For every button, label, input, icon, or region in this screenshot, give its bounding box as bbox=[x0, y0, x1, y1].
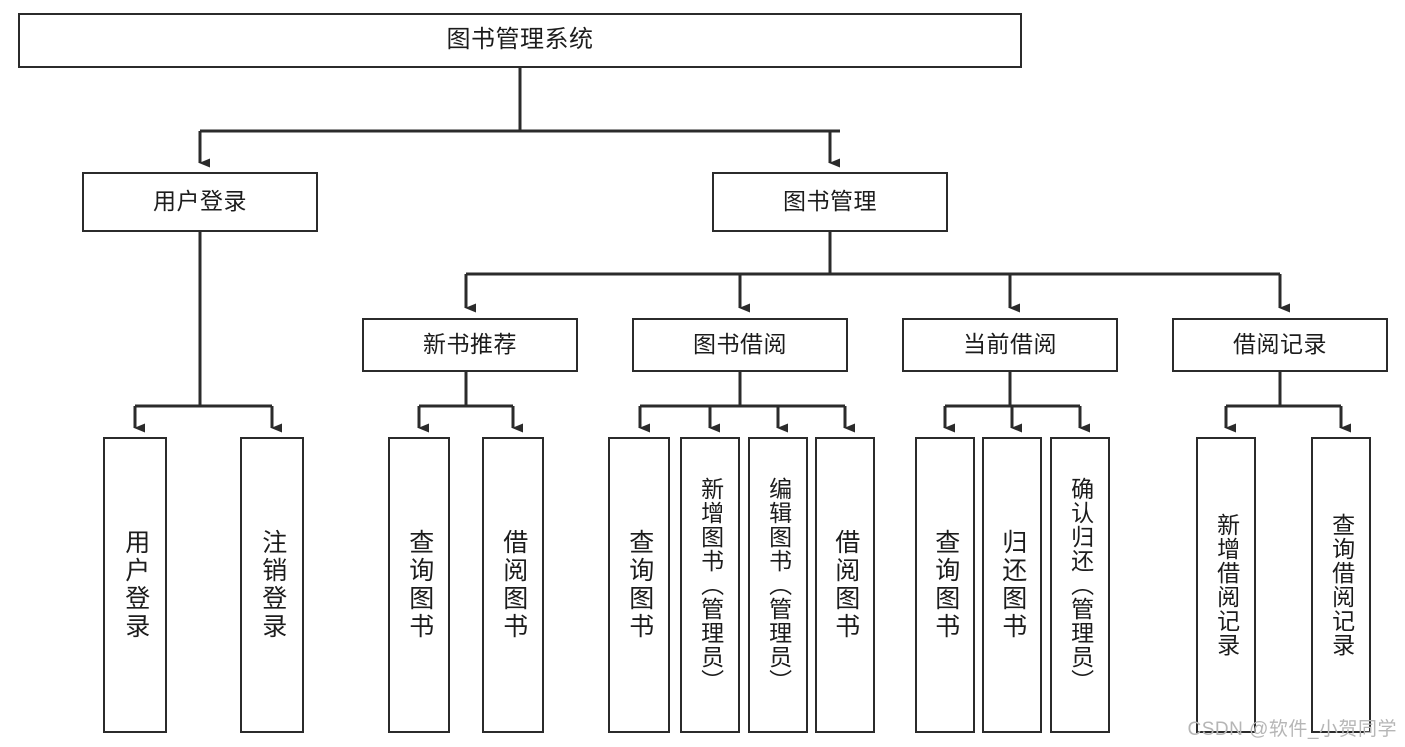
node-label: 用户登录 bbox=[121, 529, 150, 641]
node-book-manage[interactable]: 图书管理 bbox=[712, 172, 948, 232]
leaf-add-borrow-record[interactable]: 新增借阅记录 bbox=[1196, 437, 1256, 733]
node-borrow-record[interactable]: 借阅记录 bbox=[1172, 318, 1388, 372]
node-label: 查询图书 bbox=[405, 529, 434, 641]
node-book-borrow[interactable]: 图书借阅 bbox=[632, 318, 848, 372]
leaf-confirm-return-admin[interactable]: 确认归还（管理员） bbox=[1050, 437, 1110, 733]
leaf-query-book-borrow[interactable]: 查询图书 bbox=[608, 437, 670, 733]
node-label: 新增图书（管理员） bbox=[697, 477, 724, 693]
node-label: 用户登录 bbox=[153, 188, 247, 215]
leaf-edit-book-admin[interactable]: 编辑图书（管理员） bbox=[748, 437, 808, 733]
node-label: 图书管理系统 bbox=[446, 26, 594, 54]
node-label: 归还图书 bbox=[998, 529, 1027, 641]
leaf-query-borrow-record[interactable]: 查询借阅记录 bbox=[1311, 437, 1371, 733]
node-label: 查询图书 bbox=[931, 529, 960, 641]
csdn-watermark: CSDN @软件_小贺同学 bbox=[1187, 719, 1397, 740]
leaf-borrow-book-recommend[interactable]: 借阅图书 bbox=[482, 437, 544, 733]
node-label: 当前借阅 bbox=[963, 331, 1057, 358]
leaf-add-book-admin[interactable]: 新增图书（管理员） bbox=[680, 437, 740, 733]
node-label: 借阅图书 bbox=[499, 529, 528, 641]
leaf-logout-login[interactable]: 注销登录 bbox=[240, 437, 304, 733]
node-user-login[interactable]: 用户登录 bbox=[82, 172, 318, 232]
node-label: 确认归还（管理员） bbox=[1067, 477, 1094, 693]
node-label: 查询图书 bbox=[625, 529, 654, 641]
node-label: 查询借阅记录 bbox=[1328, 513, 1355, 657]
leaf-query-book-current[interactable]: 查询图书 bbox=[915, 437, 975, 733]
node-label: 借阅记录 bbox=[1233, 331, 1327, 358]
node-label: 图书管理 bbox=[783, 188, 877, 215]
node-book-management-system[interactable]: 图书管理系统 bbox=[18, 13, 1022, 68]
leaf-return-book[interactable]: 归还图书 bbox=[982, 437, 1042, 733]
leaf-borrow-book[interactable]: 借阅图书 bbox=[815, 437, 875, 733]
node-label: 借阅图书 bbox=[831, 529, 860, 641]
node-new-book-recommend[interactable]: 新书推荐 bbox=[362, 318, 578, 372]
leaf-query-book-recommend[interactable]: 查询图书 bbox=[388, 437, 450, 733]
node-current-borrow[interactable]: 当前借阅 bbox=[902, 318, 1118, 372]
leaf-user-login[interactable]: 用户登录 bbox=[103, 437, 167, 733]
node-label: 注销登录 bbox=[258, 529, 287, 641]
node-label: 编辑图书（管理员） bbox=[765, 477, 792, 693]
node-label: 图书借阅 bbox=[693, 331, 787, 358]
node-label: 新书推荐 bbox=[423, 331, 517, 358]
node-label: 新增借阅记录 bbox=[1213, 513, 1240, 657]
